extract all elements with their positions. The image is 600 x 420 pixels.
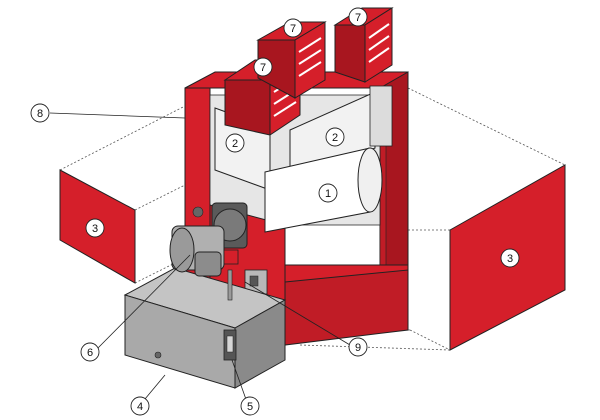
burner-fan-cover (169, 227, 195, 273)
control-switch (249, 275, 259, 287)
callout-circle (325, 127, 345, 147)
callout-label: 7 (260, 62, 266, 74)
callout-label: 7 (290, 23, 296, 35)
fuel-gauge-window (226, 335, 234, 353)
outlet-left-side (224, 79, 271, 136)
callout-2-4: 2 (225, 133, 245, 153)
outlet-middle-louvers (298, 37, 322, 77)
callout-3-8: 3 (500, 248, 520, 268)
fuel-tank-drain-plug (154, 351, 162, 359)
outlet-right-side (334, 24, 366, 83)
callout-label: 5 (247, 401, 253, 413)
callout-circle (348, 337, 368, 357)
combustion-chamber-end (357, 147, 383, 213)
callout-3-7: 3 (85, 218, 105, 238)
outlet-right-louvers (368, 23, 390, 63)
callout-circle (500, 248, 520, 268)
callout-circle (348, 7, 368, 27)
callout-bubbles: 7 7 7 8 2 2 1 3 3 6 9 4 5 (30, 7, 520, 416)
callout-circle (318, 183, 338, 203)
burner-stand (227, 269, 233, 301)
callout-label: 2 (332, 132, 338, 144)
callout-7-0: 7 (253, 57, 273, 77)
callout-2-5: 2 (325, 127, 345, 147)
callout-label: 1 (325, 188, 331, 200)
fuel-tank (123, 267, 287, 389)
callout-label: 7 (355, 12, 361, 24)
callout-4-11: 4 (130, 396, 150, 416)
callout-label: 6 (87, 347, 93, 359)
callout-label: 2 (232, 138, 238, 150)
callout-circle (80, 342, 100, 362)
callout-7-1: 7 (283, 18, 303, 38)
callout-7-2: 7 (348, 7, 368, 27)
callout-1-6: 1 (318, 183, 338, 203)
callout-circle (30, 103, 50, 123)
callout-9-10: 9 (348, 337, 368, 357)
callout-leaders (49, 112, 351, 406)
burner-motor (194, 251, 222, 277)
callout-circle (225, 133, 245, 153)
callout-circle (253, 57, 273, 77)
callout-6-9: 6 (80, 342, 100, 362)
burner-control-box (223, 249, 239, 265)
callout-circle (130, 396, 150, 416)
oil-burner (169, 202, 248, 301)
callout-label: 9 (355, 342, 361, 354)
callout-8-3: 8 (30, 103, 50, 123)
callout-label: 8 (37, 108, 43, 120)
callout-circle (283, 18, 303, 38)
callout-5-12: 5 (240, 396, 260, 416)
filter-frame-right (369, 85, 393, 147)
callout-label: 3 (92, 223, 98, 235)
callout-label: 4 (137, 401, 143, 413)
callout-circle (85, 218, 105, 238)
callout-label: 3 (507, 253, 513, 265)
callout-circle (240, 396, 260, 416)
burner-nozzle (192, 206, 204, 218)
fuel-level-gauge (223, 329, 237, 361)
cabinet-base (284, 269, 409, 346)
